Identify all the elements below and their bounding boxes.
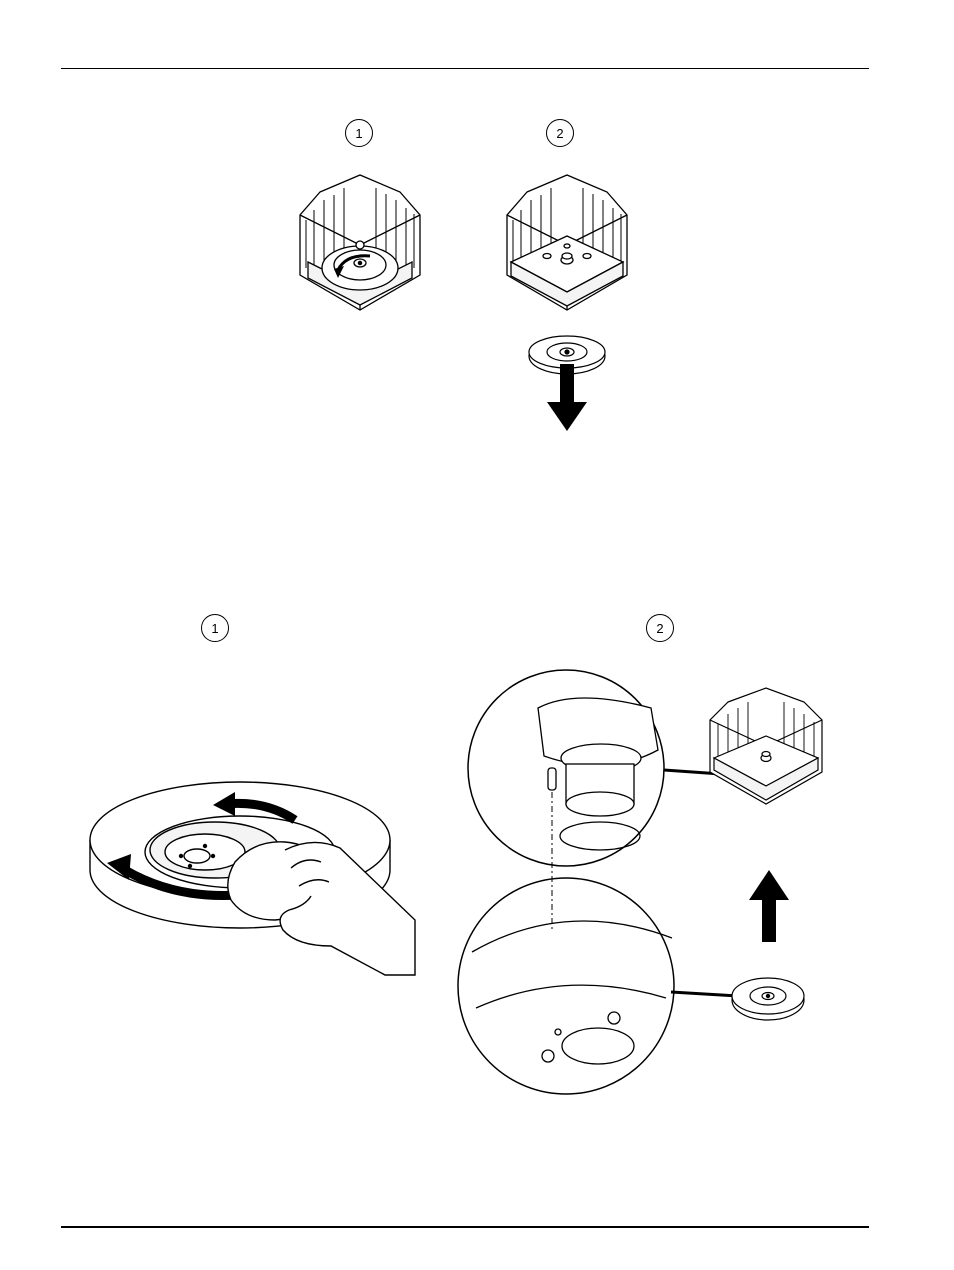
step-2-label-bottom: 2 [656,622,663,635]
magnifier-detail-icon [466,668,844,1100]
step-1-label-top: 1 [355,127,362,140]
step-2-badge-top: 2 [546,119,574,147]
footer-rule [61,1226,869,1228]
sensor-housing-icon [497,170,637,315]
step-1-badge-bottom: 1 [201,614,229,642]
sensor-housing-icon [290,170,430,315]
up-arrow-icon [749,870,789,942]
down-arrow-icon [525,330,610,435]
hand-cloth-icon [85,770,425,975]
step-2-badge-bottom: 2 [646,614,674,642]
step-1-label-bottom: 1 [211,622,218,635]
step-1-badge-top: 1 [345,119,373,147]
step-2-label-top: 2 [556,127,563,140]
header-rule [61,68,869,69]
